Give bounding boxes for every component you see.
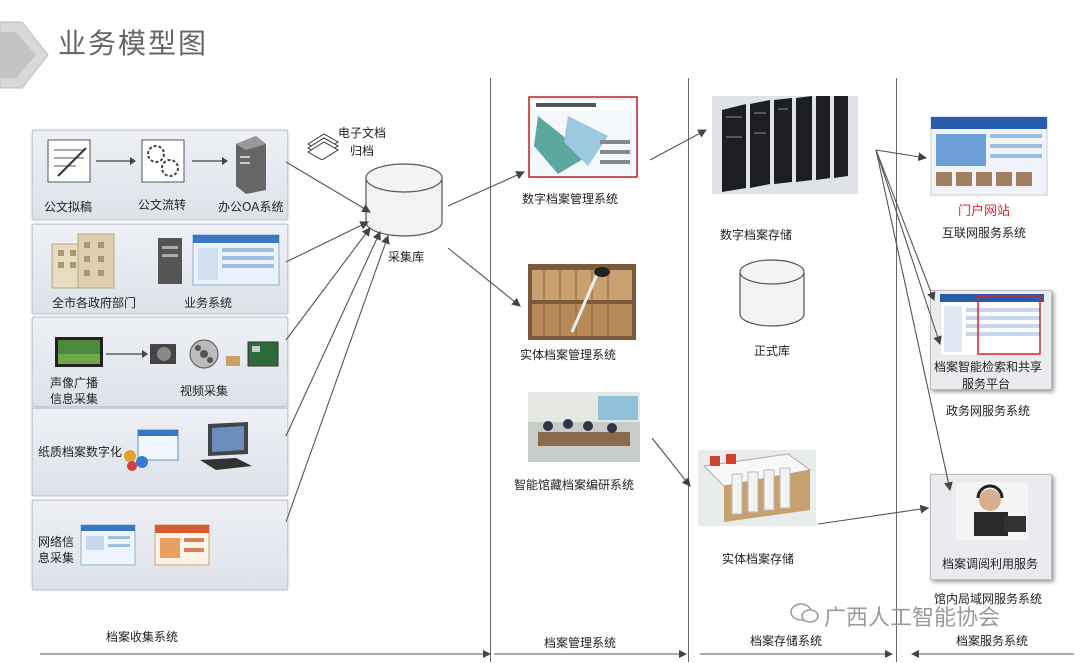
news-page-icon (154, 524, 210, 566)
physical-archive-photo (528, 264, 636, 340)
documents-stack-icon (307, 133, 339, 160)
physical-storage-room (698, 450, 816, 526)
meeting-room-photo (528, 392, 640, 462)
footer-service: 档案服务系统 (956, 634, 1029, 648)
label-av-line1: 声像广播 (50, 376, 99, 390)
label-paper-digitization: 纸质档案数字化 (38, 445, 123, 459)
arrow-flow-to-oa (192, 157, 228, 165)
label-search-line2: 服务平台 (962, 377, 1011, 391)
video-capture-icons (150, 339, 279, 369)
label-video-capture: 视频采集 (180, 384, 229, 398)
page-title: 业务模型图 (58, 27, 209, 60)
divider-service (896, 78, 897, 662)
label-edoc-line2: 归档 (350, 144, 375, 158)
label-draft: 公文拟稿 (44, 200, 93, 214)
label-gov-departments: 全市各政府部门 (52, 296, 137, 310)
label-circulation: 公文流转 (138, 198, 187, 212)
label-consult-service: 档案调阅利用服务 (942, 557, 1039, 571)
server-racks-photo (712, 96, 858, 194)
label-digital-storage: 数字档案存储 (720, 228, 793, 242)
draft-document-icon (47, 139, 91, 183)
wechat-icon (790, 603, 819, 623)
label-business-system: 业务系统 (184, 296, 233, 310)
label-edoc-line1: 电子文档 (338, 126, 387, 140)
label-lan-service: 馆内局域网服务系统 (934, 592, 1043, 606)
business-server-icon (158, 238, 182, 284)
workflow-gears-icon (141, 139, 185, 183)
search-platform-screenshot (940, 294, 1044, 356)
label-digital-mgmt: 数字档案管理系统 (522, 192, 619, 206)
footer-management: 档案管理系统 (544, 636, 617, 650)
label-smart-compile: 智能馆藏档案编研系统 (514, 478, 635, 492)
operator-photo (956, 482, 1028, 540)
label-physical-storage: 实体档案存储 (722, 552, 795, 566)
label-portal[interactable]: 门户网站 (958, 204, 1011, 219)
oa-server-icon (236, 136, 266, 194)
portal-website-screenshot (930, 116, 1048, 196)
formal-db-icon (739, 259, 805, 327)
tv-broadcast-icon (55, 337, 103, 367)
footer-storage: 档案存储系统 (750, 634, 823, 648)
label-collection-db: 采集库 (388, 250, 425, 264)
footer-collection: 档案收集系统 (106, 630, 179, 644)
label-formal-db: 正式库 (754, 344, 791, 358)
label-oa-system: 办公OA系统 (218, 200, 284, 214)
building-icon (51, 233, 115, 289)
label-web-line1: 网络信 (38, 535, 75, 549)
scan-window-icon (124, 429, 179, 471)
label-web-line2: 息采集 (38, 551, 75, 565)
digital-archive-screenshot (528, 96, 638, 178)
divider-storage (688, 78, 689, 662)
arrow-draft-to-flow (96, 157, 136, 165)
web-page-icon (80, 524, 136, 566)
label-physical-mgmt: 实体档案管理系统 (520, 348, 617, 362)
collection-db-icon (365, 163, 443, 237)
business-screen-icon (192, 234, 280, 286)
label-av-line2: 信息采集 (50, 392, 99, 406)
label-search-line1: 档案智能检索和共享 (934, 360, 1043, 374)
label-internet-service: 互联网服务系统 (942, 226, 1027, 240)
watermark-text: 广西人工智能协会 (824, 606, 1001, 631)
computer-icon (200, 422, 252, 470)
divider-management (490, 78, 491, 662)
title-chevron-icon (0, 21, 49, 89)
label-gov-service: 政务网服务系统 (946, 404, 1031, 418)
arrow-av-to-video (106, 350, 148, 358)
